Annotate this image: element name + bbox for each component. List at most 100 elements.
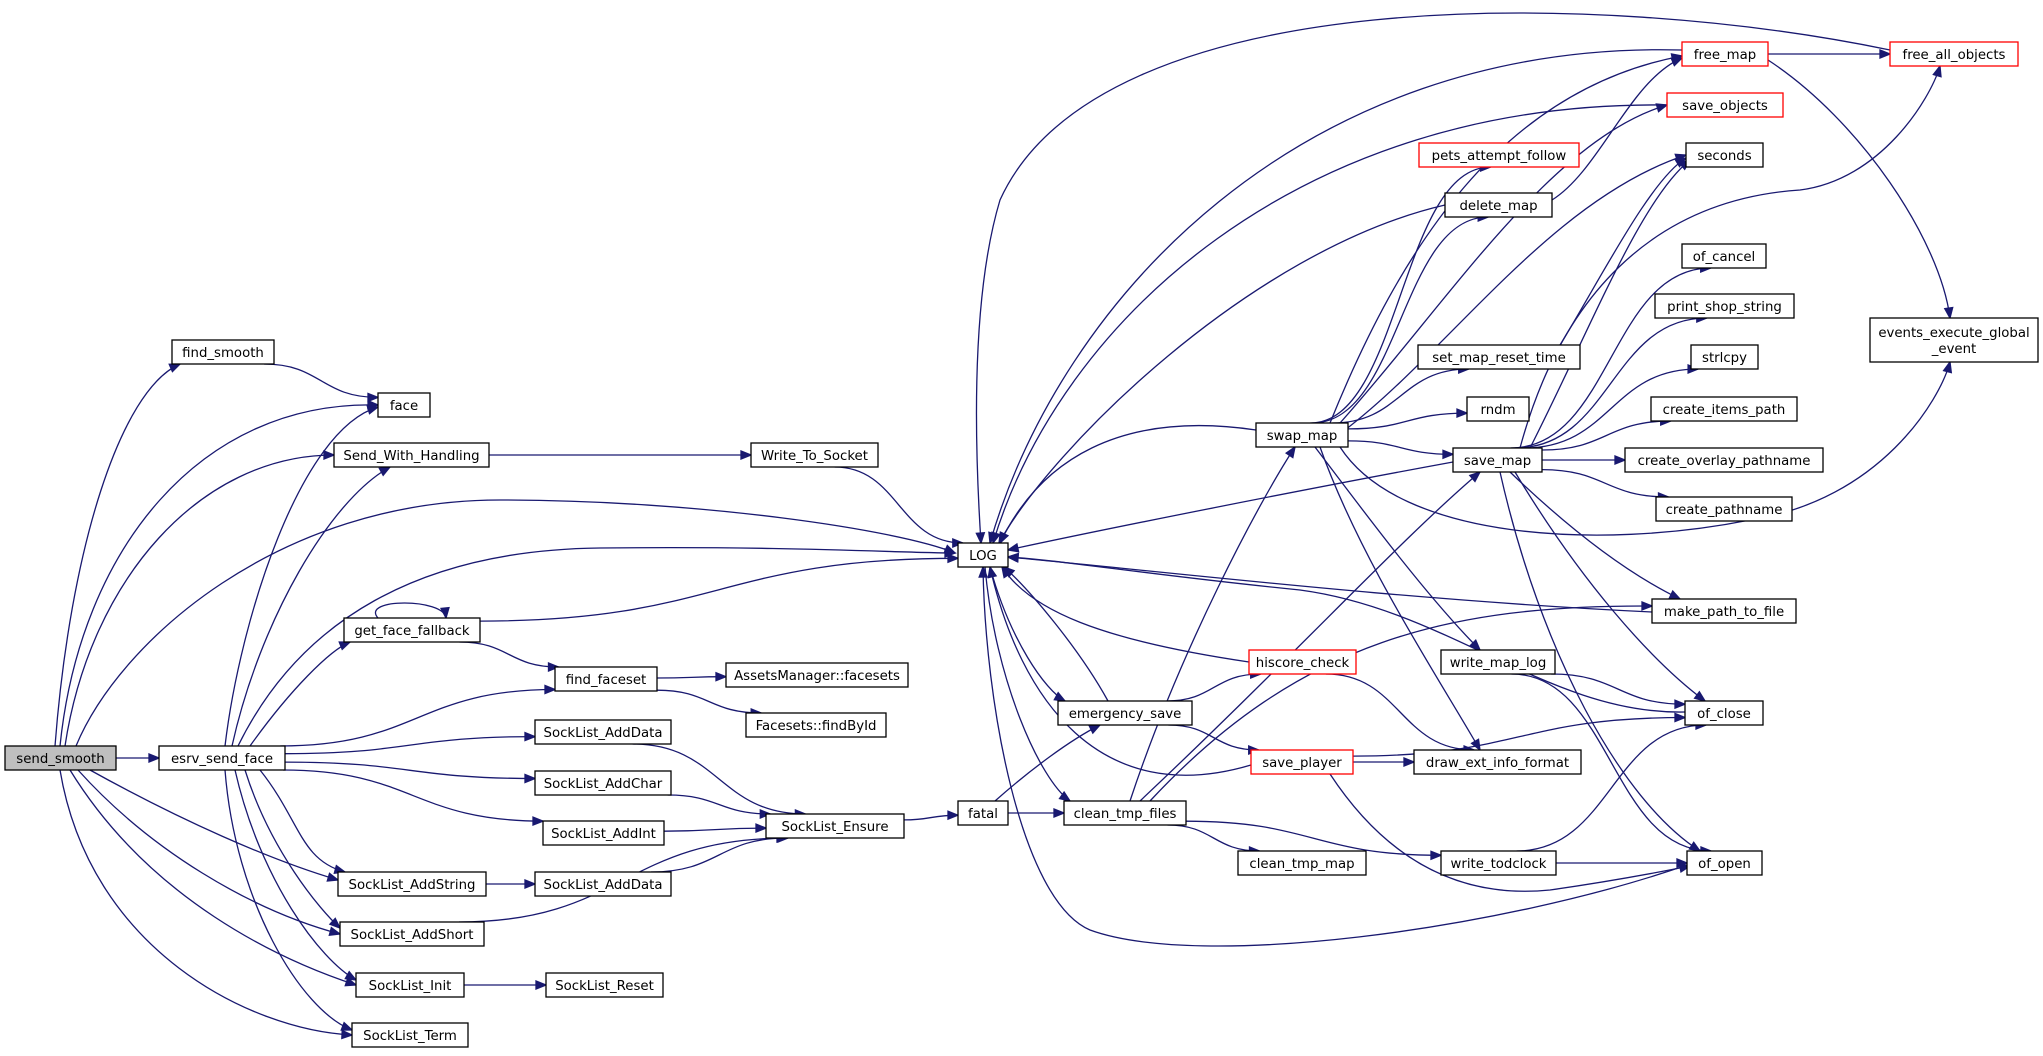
- node-esrv-send-face[interactable]: esrv_send_face: [158, 745, 286, 771]
- edge-save_objects-to-LOG: [991, 104, 1668, 545]
- edge-line: [1541, 420, 1671, 451]
- node-save-objects[interactable]: save_objects: [1666, 92, 1784, 118]
- node-assetsmanager-facesets[interactable]: AssetsManager::facesets: [725, 662, 909, 688]
- edge-arrowhead: [1403, 757, 1416, 767]
- node-create-overlay-pathname[interactable]: create_overlay_pathname: [1624, 447, 1824, 473]
- node-rndm[interactable]: rndm: [1466, 396, 1530, 422]
- edge-save_map-to-create_items_path: [1541, 416, 1673, 451]
- edge-Write_To_Socket-to-LOG: [834, 466, 965, 548]
- node-box: [333, 442, 490, 468]
- edge-line: [59, 769, 353, 1036]
- node-label: set_map_reset_time: [1432, 351, 1566, 366]
- node-face[interactable]: face: [377, 392, 431, 418]
- node-pets-attempt-follow[interactable]: pets_attempt_follow: [1418, 142, 1580, 168]
- node-box: [1440, 649, 1556, 675]
- edge-line: [77, 769, 341, 935]
- node-socklist-addint[interactable]: SockList_AddInt: [542, 820, 665, 846]
- edge-save_player-to-of_close: [1352, 712, 1687, 757]
- node-socklist-adddata[interactable]: SockList_AddData: [534, 719, 672, 745]
- node-label: write_todclock: [1450, 857, 1546, 872]
- node-label: _event: [1931, 342, 1977, 357]
- edge-arrowhead: [168, 363, 182, 373]
- edge-arrowhead: [1006, 552, 1019, 563]
- edge-line: [992, 104, 1668, 544]
- node-swap-map[interactable]: swap_map: [1255, 422, 1349, 448]
- edge-fatal-to-emergency_save: [994, 724, 1102, 802]
- node-draw-ext-info-format[interactable]: draw_ext_info_format: [1413, 749, 1582, 775]
- node-fatal[interactable]: fatal: [957, 800, 1009, 826]
- edge-line: [1347, 412, 1468, 430]
- node-socklist-reset[interactable]: SockList_Reset: [545, 972, 664, 998]
- node-box: [1452, 447, 1543, 473]
- node-of-cancel[interactable]: of_cancel: [1681, 243, 1767, 269]
- node-label: delete_map: [1459, 199, 1537, 214]
- node-send-smooth[interactable]: send_smooth: [4, 745, 117, 771]
- node-save-map[interactable]: save_map: [1452, 447, 1543, 473]
- node-write-map-log[interactable]: write_map_log: [1440, 649, 1556, 675]
- node-delete-map[interactable]: delete_map: [1444, 192, 1553, 218]
- node-seconds[interactable]: seconds: [1685, 142, 1764, 168]
- edge-line: [89, 769, 339, 881]
- node-create-pathname[interactable]: create_pathname: [1655, 496, 1793, 522]
- node-socklist-addshort[interactable]: SockList_AddShort: [339, 921, 485, 947]
- edge-arrowhead: [1676, 858, 1689, 868]
- node-free-all-objects[interactable]: free_all_objects: [1889, 41, 2019, 67]
- node-socklist-term[interactable]: SockList_Term: [351, 1022, 469, 1048]
- edge-line: [1319, 446, 1481, 751]
- node-print-shop-string[interactable]: print_shop_string: [1654, 293, 1795, 319]
- node-write-todclock[interactable]: write_todclock: [1440, 850, 1557, 876]
- edge-swap_map-to-rndm: [1347, 408, 1469, 430]
- node-free-map[interactable]: free_map: [1681, 41, 1769, 67]
- node-of-close[interactable]: of_close: [1684, 700, 1764, 726]
- node-socklist-ensure[interactable]: SockList_Ensure: [765, 813, 905, 839]
- node-label: make_path_to_file: [1664, 605, 1784, 620]
- edge-line: [1329, 773, 1691, 892]
- edge-line: [459, 641, 559, 668]
- node-clean-tmp-files[interactable]: clean_tmp_files: [1063, 800, 1187, 826]
- edge-arrowhead: [1641, 600, 1654, 611]
- node-box: [957, 800, 1009, 826]
- node-events-execute-global-event[interactable]: events_execute_global_event: [1869, 317, 2039, 363]
- node-create-items-path[interactable]: create_items_path: [1650, 396, 1798, 422]
- edge-line: [975, 12, 1891, 544]
- edge-arrowhead: [1468, 638, 1482, 652]
- node-send-with-handling[interactable]: Send_With_Handling: [333, 442, 490, 468]
- node-box: [1685, 142, 1764, 168]
- node-socklist-addchar[interactable]: SockList_AddChar: [534, 770, 672, 796]
- edge-line: [1166, 673, 1261, 702]
- edge-line: [1499, 471, 1701, 852]
- edge-arrowhead: [1668, 589, 1682, 600]
- edge-line: [54, 363, 181, 747]
- edge-line: [1329, 55, 1683, 424]
- node-get-face-fallback[interactable]: get_face_fallback: [343, 617, 481, 643]
- node-save-player[interactable]: save_player: [1250, 749, 1354, 775]
- node-hiscore-check[interactable]: hiscore_check: [1248, 649, 1357, 675]
- edge-SockList_Ensure-to-fatal: [903, 810, 960, 821]
- edge-line: [284, 761, 536, 780]
- node-find-smooth[interactable]: find_smooth: [171, 339, 275, 365]
- node-make-path-to-file[interactable]: make_path_to_file: [1651, 598, 1797, 624]
- node-label: SockList_AddInt: [551, 827, 656, 842]
- edge-SockList_Init-to-SockList_Reset: [464, 980, 548, 990]
- edge-line: [280, 688, 556, 747]
- edge-swap_map-to-write_map_log: [1314, 446, 1482, 652]
- edge-arrowhead: [1006, 542, 1020, 553]
- edge-line: [1312, 216, 1489, 424]
- node-clean-tmp-map[interactable]: clean_tmp_map: [1237, 850, 1367, 876]
- node-facesets-findbyid[interactable]: Facesets::findById: [745, 712, 887, 738]
- edge-line: [69, 769, 357, 986]
- node-of-open[interactable]: of_open: [1686, 850, 1763, 876]
- node-socklist-init[interactable]: SockList_Init: [355, 972, 465, 998]
- node-write-to-socket[interactable]: Write_To_Socket: [750, 442, 879, 468]
- node-emergency-save[interactable]: emergency_save: [1057, 700, 1193, 726]
- node-log[interactable]: LOG: [957, 542, 1009, 568]
- edge-arrowhead: [1879, 49, 1892, 59]
- node-socklist-adddata2[interactable]: SockList_AddData: [534, 871, 672, 897]
- node-box: [1681, 41, 1769, 67]
- node-set-map-reset-time[interactable]: set_map_reset_time: [1417, 344, 1581, 370]
- node-strlcpy[interactable]: strlcpy: [1690, 344, 1759, 370]
- node-socklist-addstring[interactable]: SockList_AddString: [337, 871, 487, 897]
- edge-arrowhead: [1442, 449, 1455, 460]
- edge-line: [1007, 461, 1454, 551]
- node-find-faceset[interactable]: find_faceset: [554, 666, 658, 692]
